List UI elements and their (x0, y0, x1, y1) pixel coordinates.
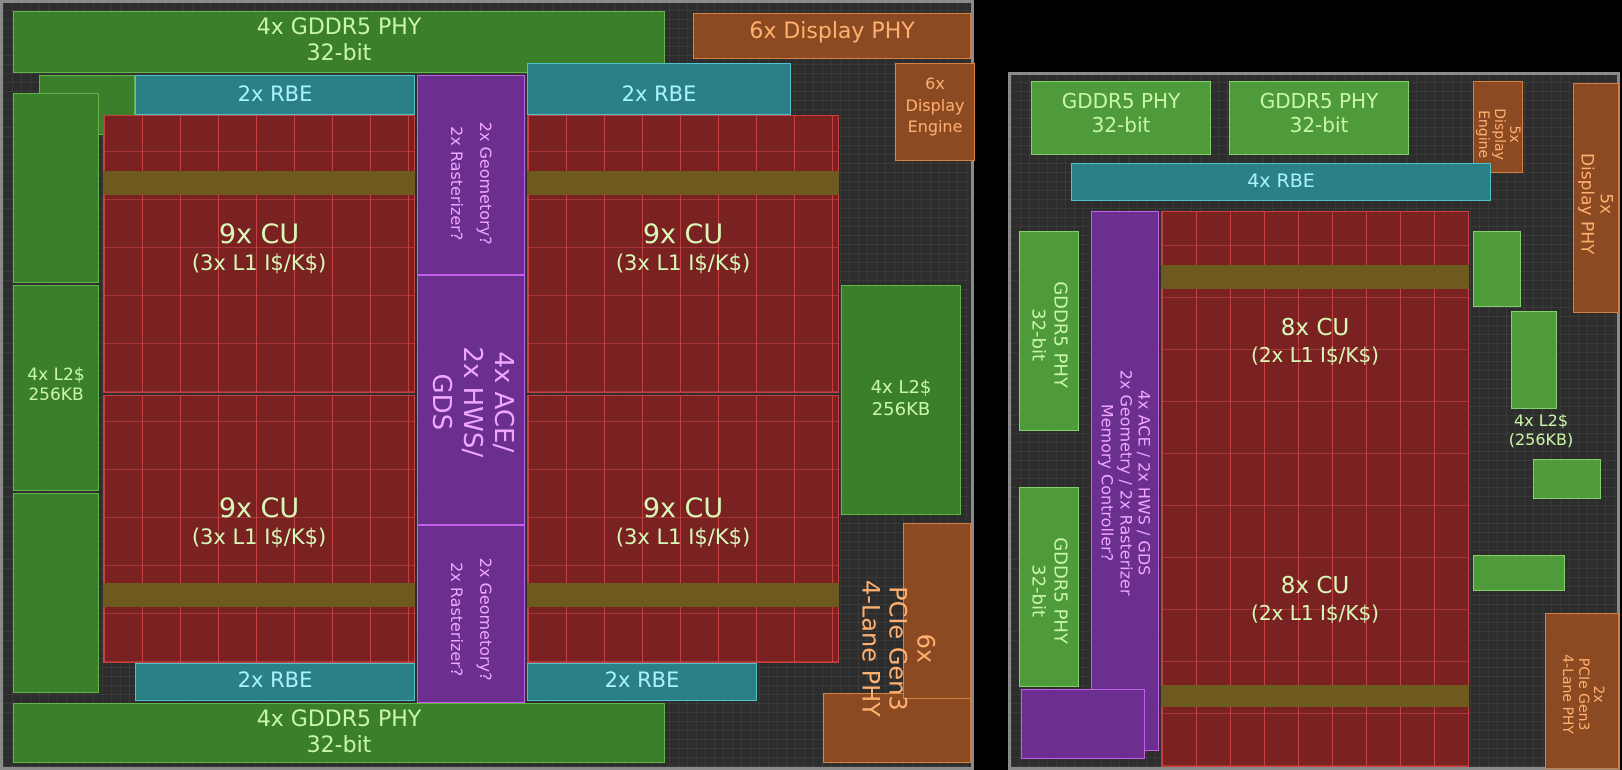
cu-block-right (1161, 211, 1469, 767)
display-phy-label: 6x Display PHY (693, 19, 971, 45)
cu-top-right-label: 9x CU (3x L1 I$/K$) (527, 219, 839, 277)
l2-cache-right-die-1 (1473, 231, 1521, 307)
left-frame-green-2 (13, 93, 99, 283)
cu-strip-top-right (527, 171, 839, 195)
cu-strip-bottom-left (103, 583, 415, 607)
cu-right-bottom-label: 8x CU (2x L1 I$/K$) (1161, 573, 1469, 625)
geometry-top-label: 2x Geometory? 2x Rasterizer? (447, 83, 495, 283)
ace-geometry-edge (1021, 689, 1145, 759)
rbe-top-right-label: 2x RBE (527, 82, 791, 107)
ace-geometry-label: 4x ACE / 2x HWS / GDS 2x Geometry / 2x R… (1097, 318, 1152, 648)
rbe-bottom-left-label: 2x RBE (135, 668, 415, 693)
l2-cache-right-die-4 (1473, 555, 1565, 591)
rbe-top-left-label: 2x RBE (135, 82, 415, 107)
gddr5-phy-top-1-label: GDDR5 PHY 32-bit (1031, 89, 1211, 137)
cu-right-top-label: 8x CU (2x L1 I$/K$) (1161, 315, 1469, 367)
cu-strip-right-bottom (1161, 685, 1469, 707)
cu-strip-top-left (103, 171, 415, 195)
gddr5-phy-bottom-label: 4x GDDR5 PHY 32-bit (13, 707, 665, 760)
display-phy-right-label: 5x Display PHY (1577, 119, 1614, 289)
gddr5-phy-top-2-label: GDDR5 PHY 32-bit (1229, 89, 1409, 137)
cu-strip-right-top (1161, 265, 1469, 289)
l2-cache-right-die-label: 4x L2$ (256KB) (1481, 411, 1601, 449)
cu-top-left-label: 9x CU (3x L1 I$/K$) (103, 219, 415, 277)
cu-strip-bottom-right (527, 583, 839, 607)
right-die: GDDR5 PHY 32-bit GDDR5 PHY 32-bit 5x Dis… (1008, 72, 1620, 770)
left-die: 4x GDDR5 PHY 32-bit 6x Display PHY 6x Di… (0, 0, 974, 770)
l2-cache-right-die-3 (1533, 459, 1601, 499)
left-frame-green-3 (13, 493, 99, 693)
rbe-right-label: 4x RBE (1071, 170, 1491, 193)
pcie-right-label: 2x PCIe Gen3 4-Lane PHY (1559, 624, 1605, 764)
cu-bottom-right-label: 9x CU (3x L1 I$/K$) (527, 493, 839, 551)
cu-bottom-left-label: 9x CU (3x L1 I$/K$) (103, 493, 415, 551)
ace-label: 4x ACE/ 2x HWS/ GDS (424, 302, 518, 502)
pcie-label: 6x PCIe Gen3 4-Lane PHY (856, 538, 939, 758)
rbe-bottom-right-label: 2x RBE (527, 668, 757, 693)
gddr5-phy-top-label: 4x GDDR5 PHY 32-bit (13, 15, 665, 68)
gddr5-phy-left-1-label: GDDR5 PHY 32-bit (1027, 245, 1070, 425)
geometry-bottom-label: 2x Geometory? 2x Rasterizer? (447, 519, 495, 719)
l2-cache-left-label: 4x L2$ 256KB (13, 365, 99, 406)
l2-cache-right-label: 4x L2$ 256KB (841, 377, 961, 420)
gddr5-phy-left-2-label: GDDR5 PHY 32-bit (1027, 501, 1070, 681)
l2-cache-right-die-2 (1511, 311, 1557, 409)
display-engine-label: 6x Display Engine (895, 73, 975, 138)
